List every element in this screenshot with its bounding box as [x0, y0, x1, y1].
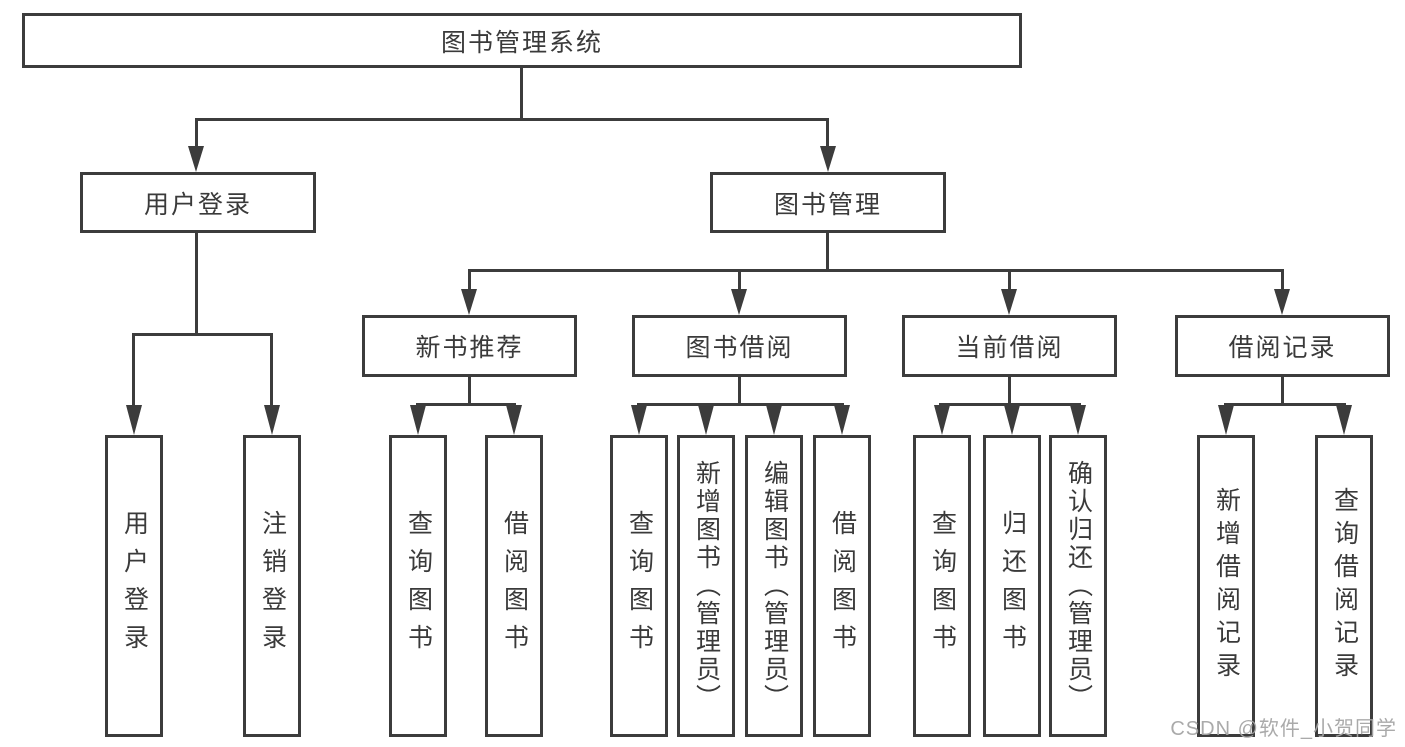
node-new-book-recommend-label: 新书推荐: [415, 334, 524, 362]
leaf-add-borrow-record: 新增借阅记录: [1197, 435, 1255, 737]
connector-line: [468, 269, 1284, 272]
leaf-query-books-borrow: 查询图书: [610, 435, 668, 737]
leaf-logout: 注销登录: [243, 435, 301, 737]
leaf-borrow-books-recommend: 借阅图书: [485, 435, 543, 737]
leaf-user-login-label: 用户登录: [120, 510, 149, 662]
leaf-add-borrow-record-label: 新增借阅记录: [1212, 487, 1241, 685]
node-current-borrow: 当前借阅: [902, 315, 1117, 377]
arrow-down-icon: [1274, 289, 1290, 315]
connector-line: [1281, 269, 1284, 291]
leaf-query-books-current: 查询图书: [913, 435, 971, 737]
node-user-login: 用户登录: [80, 172, 316, 233]
connector-line: [939, 403, 1081, 406]
leaf-add-book-admin-label: 新增图书（管理员）: [692, 460, 721, 712]
node-root: 图书管理系统: [22, 13, 1022, 68]
node-book-management: 图书管理: [710, 172, 946, 233]
arrow-down-icon: [1070, 405, 1086, 435]
connector-line: [468, 377, 471, 406]
arrow-down-icon: [506, 405, 522, 435]
leaf-edit-book-admin: 编辑图书（管理员）: [745, 435, 803, 737]
leaf-confirm-return-admin-label: 确认归还（管理员）: [1064, 460, 1093, 712]
leaf-user-login: 用户登录: [105, 435, 163, 737]
connector-line: [132, 333, 135, 407]
watermark: CSDN @软件_小贺同学: [1170, 718, 1397, 740]
arrow-down-icon: [834, 405, 850, 435]
leaf-return-book: 归还图书: [983, 435, 1041, 737]
node-user-login-label: 用户登录: [143, 190, 252, 219]
connector-line: [520, 68, 523, 120]
leaf-edit-book-admin-label: 编辑图书（管理员）: [760, 460, 789, 712]
node-new-book-recommend: 新书推荐: [362, 315, 577, 377]
connector-line: [132, 333, 273, 336]
connector-line: [1008, 377, 1011, 406]
leaf-borrow-books-label: 借阅图书: [828, 510, 857, 662]
arrow-down-icon: [264, 405, 280, 435]
node-borrow-records-label: 借阅记录: [1228, 334, 1337, 362]
connector-line: [1224, 403, 1346, 406]
connector-line: [738, 269, 741, 291]
leaf-logout-label: 注销登录: [258, 510, 287, 662]
connector-line: [468, 269, 471, 291]
node-book-borrow-label: 图书借阅: [685, 334, 794, 362]
connector-line: [826, 233, 829, 272]
node-borrow-records: 借阅记录: [1175, 315, 1390, 377]
node-book-management-label: 图书管理: [773, 190, 882, 219]
arrow-down-icon: [820, 146, 836, 172]
arrow-down-icon: [766, 405, 782, 435]
arrow-down-icon: [1336, 405, 1352, 435]
arrow-down-icon: [631, 405, 647, 435]
connector-line: [195, 233, 198, 336]
arrow-down-icon: [731, 289, 747, 315]
arrow-down-icon: [126, 405, 142, 435]
leaf-query-books-borrow-label: 查询图书: [625, 510, 654, 662]
connector-line: [195, 118, 829, 121]
arrow-down-icon: [410, 405, 426, 435]
leaf-query-borrow-record-label: 查询借阅记录: [1330, 487, 1359, 685]
leaf-borrow-books-recommend-label: 借阅图书: [500, 510, 529, 662]
leaf-query-books-recommend: 查询图书: [389, 435, 447, 737]
arrow-down-icon: [934, 405, 950, 435]
leaf-query-borrow-record: 查询借阅记录: [1315, 435, 1373, 737]
leaf-return-book-label: 归还图书: [998, 510, 1027, 662]
arrow-down-icon: [1004, 405, 1020, 435]
connector-line: [195, 118, 198, 148]
connector-line: [738, 377, 741, 406]
node-root-label: 图书管理系统: [440, 28, 603, 57]
connector-line: [1281, 377, 1284, 406]
arrow-down-icon: [698, 405, 714, 435]
arrow-down-icon: [461, 289, 477, 315]
node-book-borrow: 图书借阅: [632, 315, 847, 377]
leaf-add-book-admin: 新增图书（管理员）: [677, 435, 735, 737]
connector-line: [1008, 269, 1011, 291]
arrow-down-icon: [1218, 405, 1234, 435]
arrow-down-icon: [1001, 289, 1017, 315]
node-current-borrow-label: 当前借阅: [955, 334, 1064, 362]
connector-line: [416, 403, 516, 406]
leaf-borrow-books: 借阅图书: [813, 435, 871, 737]
connector-line: [270, 333, 273, 407]
leaf-query-books-current-label: 查询图书: [928, 510, 957, 662]
leaf-confirm-return-admin: 确认归还（管理员）: [1049, 435, 1107, 737]
arrow-down-icon: [188, 146, 204, 172]
leaf-query-books-recommend-label: 查询图书: [404, 510, 433, 662]
connector-line: [637, 403, 844, 406]
connector-line: [826, 118, 829, 148]
